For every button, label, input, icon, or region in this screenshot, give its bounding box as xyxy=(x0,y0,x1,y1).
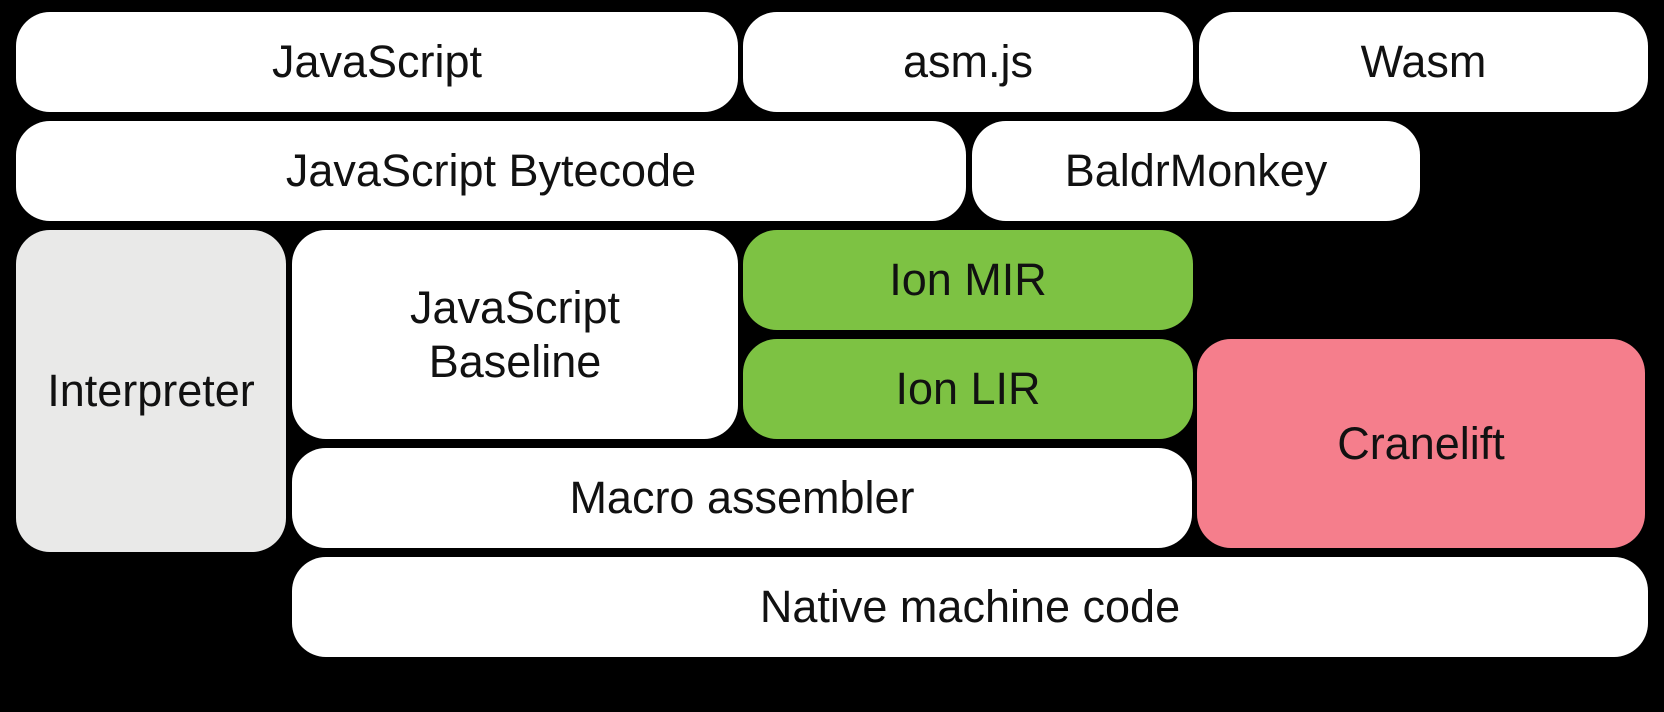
node-javascript-bytecode: JavaScript Bytecode xyxy=(16,121,966,221)
node-native-machine-code: Native machine code xyxy=(292,557,1648,657)
node-ion-mir: Ion MIR xyxy=(743,230,1193,330)
node-javascript: JavaScript xyxy=(16,12,738,112)
node-javascript-baseline: JavaScript Baseline xyxy=(292,230,738,439)
node-cranelift: Cranelift xyxy=(1197,339,1645,548)
node-wasm: Wasm xyxy=(1199,12,1648,112)
node-macro-assembler: Macro assembler xyxy=(292,448,1192,548)
node-asmjs: asm.js xyxy=(743,12,1193,112)
node-ion-lir: Ion LIR xyxy=(743,339,1193,439)
node-baldrmonkey: BaldrMonkey xyxy=(972,121,1420,221)
node-interpreter: Interpreter xyxy=(16,230,286,552)
